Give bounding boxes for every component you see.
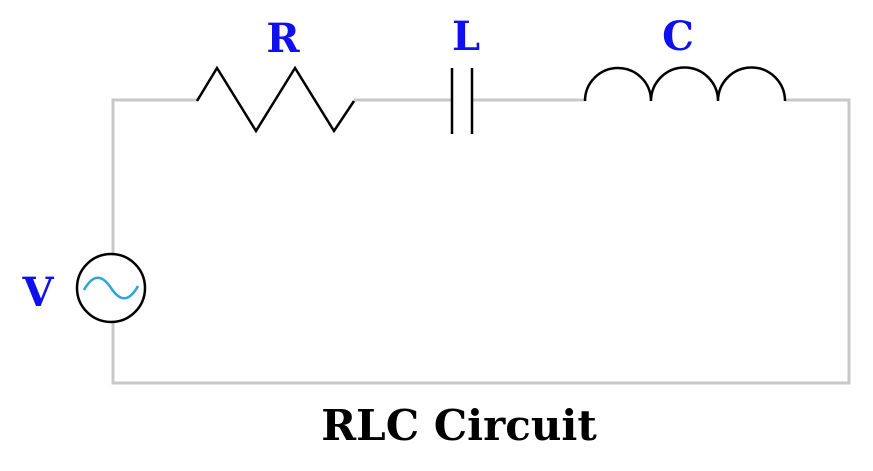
capacitor-plates-icon xyxy=(450,68,474,134)
wire-right-bottom xyxy=(111,98,851,385)
sine-wave-icon xyxy=(82,276,140,300)
resistor-zigzag-icon xyxy=(195,65,356,134)
capacitor-label: L xyxy=(452,13,480,60)
resistor-label: R xyxy=(266,15,300,62)
source-label: V xyxy=(21,269,54,316)
inductor-coil-icon xyxy=(583,66,787,102)
diagram-caption: RLC Circuit xyxy=(321,401,597,450)
ac-source-icon xyxy=(75,252,147,324)
circuit-wires xyxy=(111,98,851,385)
wire-top-left xyxy=(111,98,197,257)
inductor-label: C xyxy=(662,13,694,60)
